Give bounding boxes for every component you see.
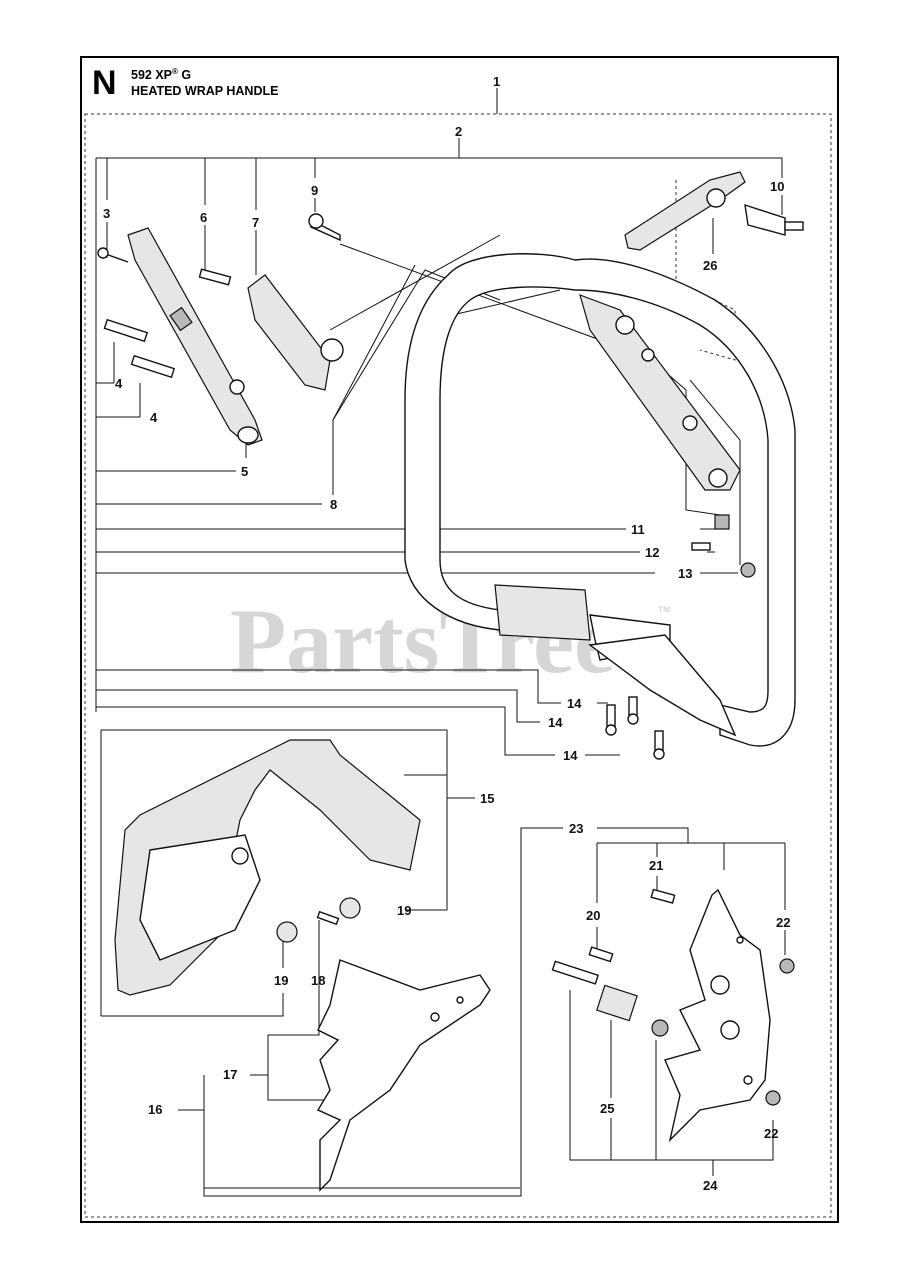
callout: 16 bbox=[148, 1102, 162, 1117]
outer-frame bbox=[80, 56, 839, 1223]
callout: 21 bbox=[649, 858, 663, 873]
section-letter: N bbox=[92, 64, 117, 102]
bumper-spike-kit bbox=[551, 888, 795, 1143]
callout: 14 bbox=[567, 696, 582, 711]
callout: 18 bbox=[311, 973, 325, 988]
model-name: 592 XP® G bbox=[131, 67, 191, 82]
callout: 14 bbox=[548, 715, 563, 730]
diagram-title: HEATED WRAP HANDLE bbox=[131, 84, 278, 98]
callout: 25 bbox=[600, 1101, 614, 1116]
callout: 19 bbox=[274, 973, 288, 988]
callout: 24 bbox=[703, 1178, 718, 1193]
callout: 5 bbox=[241, 464, 248, 479]
assembly-boundary bbox=[84, 113, 832, 1218]
watermark-trademark: ™ bbox=[657, 603, 671, 619]
callout: 14 bbox=[563, 748, 578, 763]
callout: 4 bbox=[115, 376, 123, 391]
handle-bar bbox=[404, 253, 796, 747]
callout: 12 bbox=[645, 545, 659, 560]
chain-brake-shield bbox=[114, 739, 421, 996]
callout: 3 bbox=[103, 206, 110, 221]
callout: 20 bbox=[586, 908, 600, 923]
callout: 4 bbox=[150, 410, 158, 425]
callout: 11 bbox=[631, 522, 645, 537]
callout: 26 bbox=[703, 258, 717, 273]
callout: 8 bbox=[330, 497, 337, 512]
left-bracket bbox=[127, 227, 263, 446]
callout: 22 bbox=[776, 915, 790, 930]
small-parts-11-13 bbox=[691, 514, 756, 578]
callout: 7 bbox=[252, 215, 259, 230]
callout: 13 bbox=[678, 566, 692, 581]
callout: 1 bbox=[493, 74, 500, 89]
bracket-arm bbox=[579, 294, 741, 491]
callout: 6 bbox=[200, 210, 207, 225]
callout: 23 bbox=[569, 821, 583, 836]
callout: 2 bbox=[455, 124, 462, 139]
switch-assembly bbox=[247, 274, 344, 391]
screws-14 bbox=[605, 696, 665, 760]
callout: 17 bbox=[223, 1067, 237, 1082]
registered-mark: ® bbox=[172, 67, 178, 76]
callout: 22 bbox=[764, 1126, 778, 1141]
nuts-18-19 bbox=[276, 897, 361, 943]
callout: 10 bbox=[770, 179, 784, 194]
heater-part-10-26 bbox=[624, 171, 804, 251]
callout: 19 bbox=[397, 903, 411, 918]
bumper-spike-17 bbox=[316, 959, 491, 1192]
callout: 9 bbox=[311, 183, 318, 198]
callout-labels: 1 2 3 4 4 5 6 7 8 9 10 11 12 13 14 14 14… bbox=[103, 74, 790, 1193]
screws-top bbox=[97, 213, 341, 379]
callout: 15 bbox=[480, 791, 494, 806]
